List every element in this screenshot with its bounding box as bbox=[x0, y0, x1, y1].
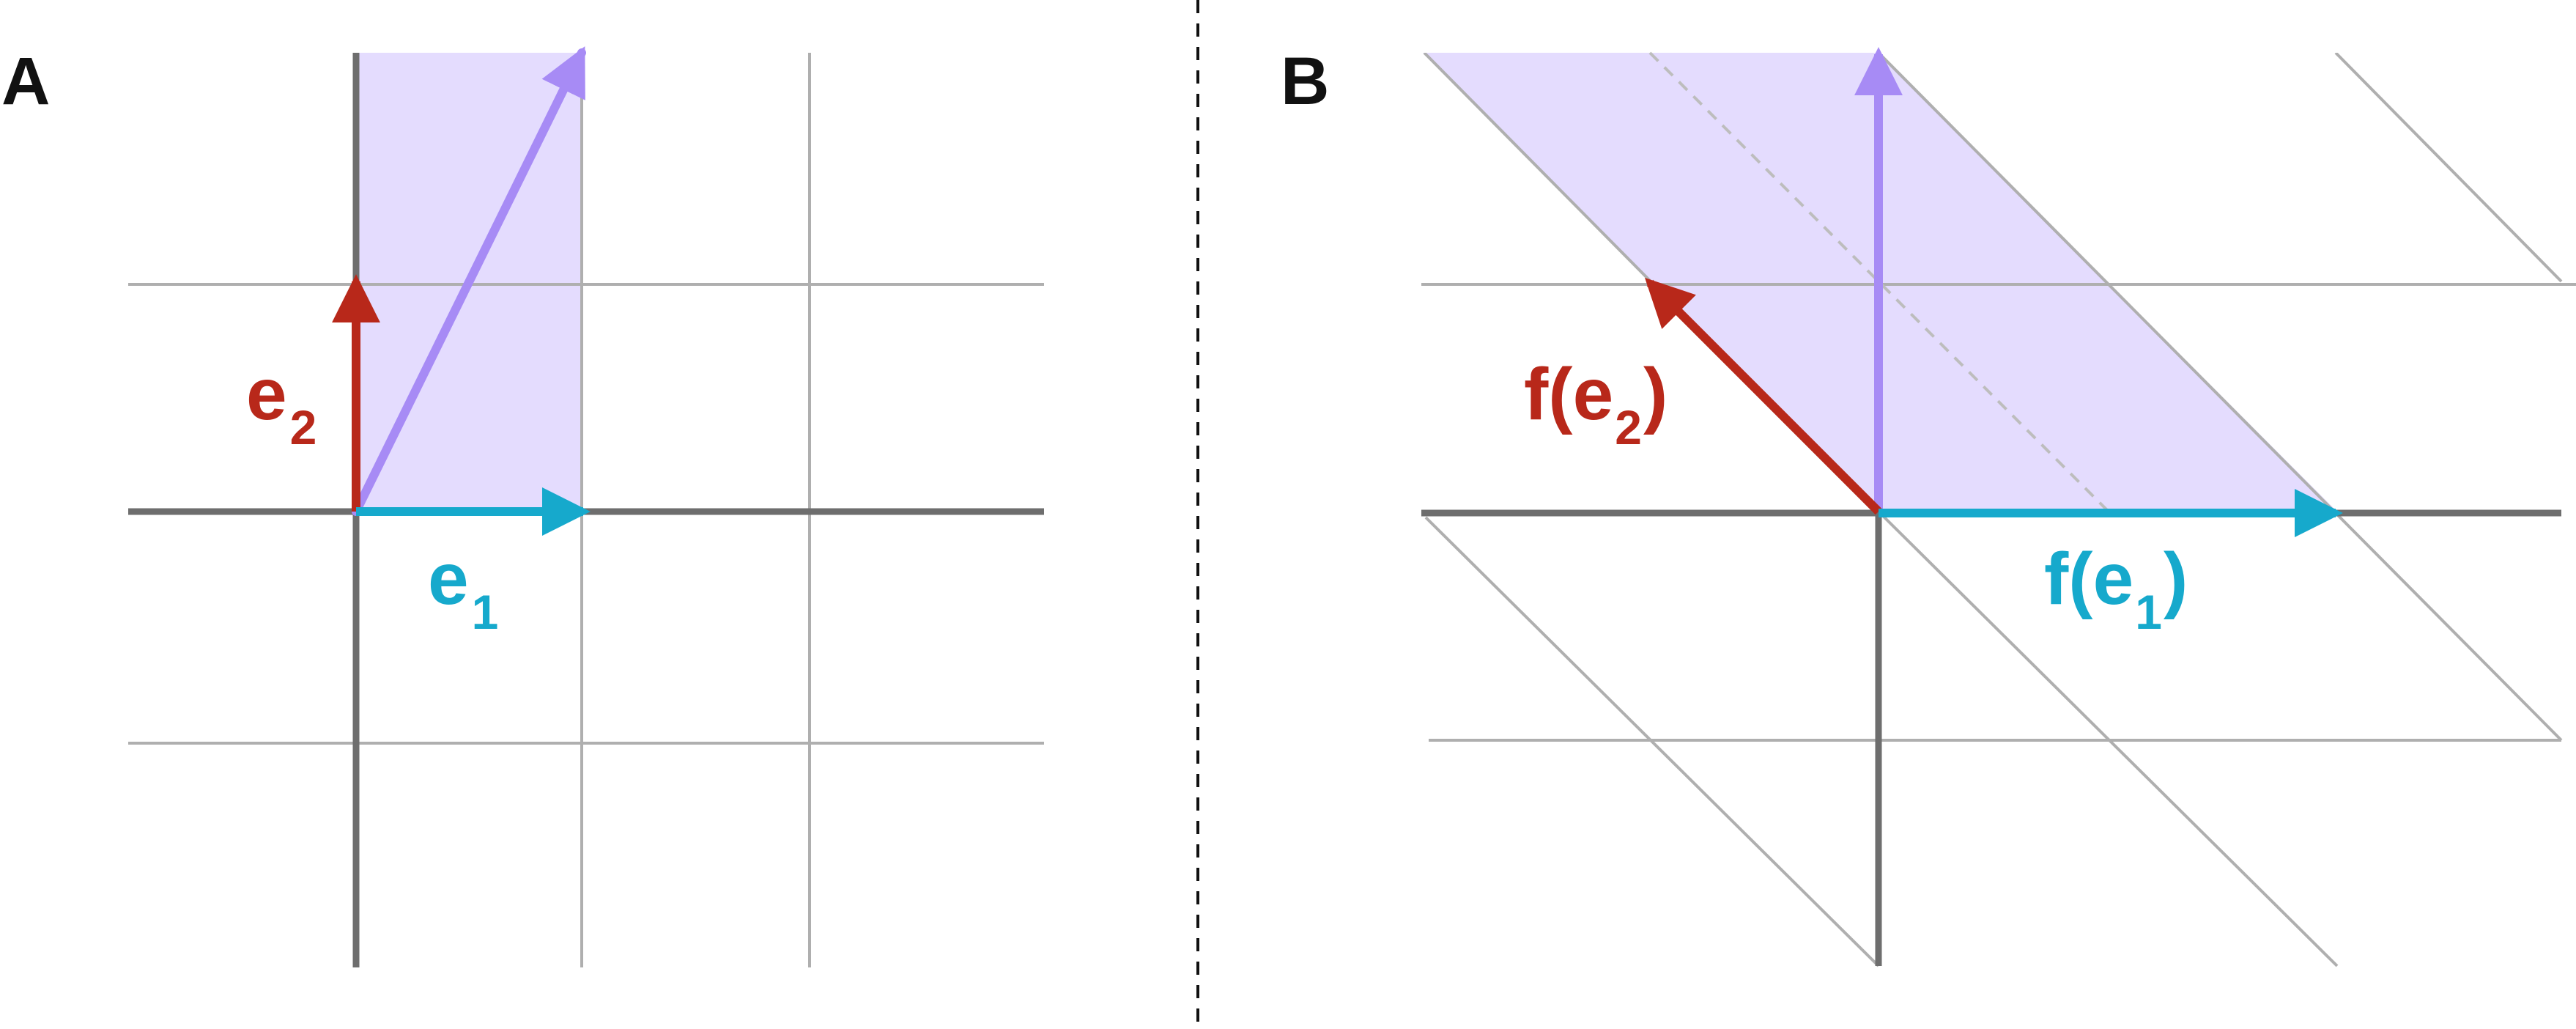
panel-a-e1-label: e1 bbox=[428, 538, 498, 639]
panel-b-fe1-label: f(e1) bbox=[2044, 538, 2188, 639]
panel-b-grid-line-d5 bbox=[1877, 510, 2339, 967]
panel-b: B f(e2) f(e1) bbox=[1281, 44, 2576, 967]
panel-a-label: A bbox=[1, 44, 50, 119]
panel-b-fe2-label-prefix: f( bbox=[1524, 353, 1573, 435]
panel-b-fe2-label: f(e2) bbox=[1524, 353, 1668, 454]
panel-a-e2-label-base: e bbox=[246, 353, 287, 435]
panel-b-fe1-label-sub: 1 bbox=[2135, 585, 2162, 639]
panel-b-fe1-label-suffix: ) bbox=[2164, 538, 2188, 620]
panel-a-e2-label-sub: 2 bbox=[290, 400, 317, 454]
panel-a: A e2 e1 bbox=[1, 44, 1044, 967]
panel-b-fe2-vector bbox=[1644, 277, 1882, 515]
panel-b-fe2-label-sub: 2 bbox=[1615, 400, 1642, 454]
panel-a-e1-label-sub: 1 bbox=[472, 585, 499, 639]
panel-a-sum-vector bbox=[352, 46, 586, 516]
panel-b-grid-line-d3 bbox=[2334, 53, 2563, 283]
panel-b-fe2-label-suffix: ) bbox=[1643, 353, 1668, 435]
panel-b-fe2-label-base: e bbox=[1573, 353, 1614, 435]
panel-b-grid-line-d4 bbox=[1424, 516, 1880, 967]
panel-a-e2-label: e2 bbox=[246, 353, 317, 454]
panel-b-label: B bbox=[1281, 44, 1329, 119]
panel-a-axes bbox=[128, 53, 1044, 967]
panel-b-fe1-label-base: e bbox=[2093, 538, 2134, 620]
panel-a-e1-label-base: e bbox=[428, 538, 469, 620]
panel-b-grid-line-d2 bbox=[1877, 53, 2563, 742]
panel-b-dashed-guide bbox=[1648, 51, 2110, 513]
panel-b-fe1-label-prefix: f( bbox=[2044, 538, 2093, 620]
